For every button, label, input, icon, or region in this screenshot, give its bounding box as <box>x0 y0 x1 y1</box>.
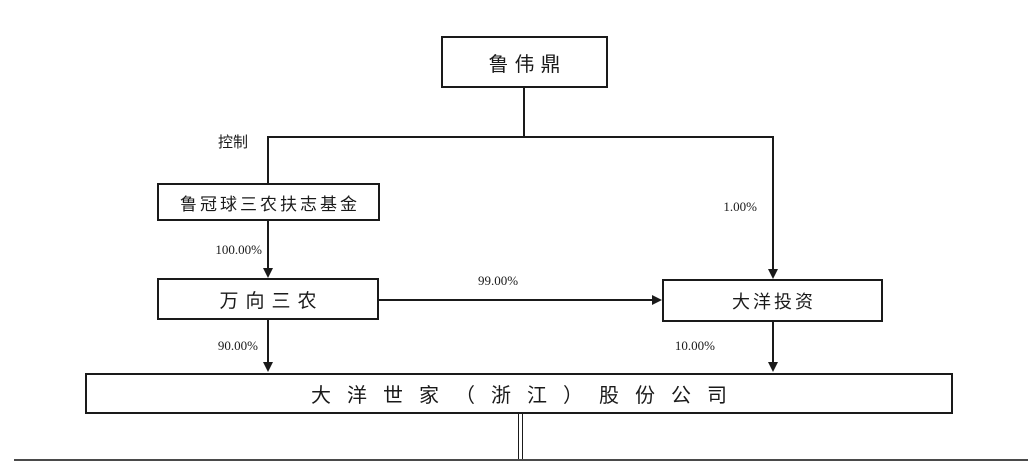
edge-label-99-percent: 99.00% <box>477 273 519 288</box>
connector-right-to-dayang <box>772 136 774 269</box>
node-lu-weiding: 鲁伟鼎 <box>441 36 608 88</box>
connector-company-down-right <box>522 414 523 460</box>
connector-horizontal-main <box>267 136 774 138</box>
connector-fund-to-wanxiang <box>267 221 269 268</box>
arrowhead-right-icon <box>652 295 662 305</box>
arrowhead-down-icon <box>263 362 273 372</box>
connector-company-down-left <box>518 414 519 460</box>
connector-wanxiang-to-company <box>267 320 269 363</box>
node-wanxiang-sannong: 万向三农 <box>157 278 379 320</box>
connector-dayang-to-company <box>772 322 774 363</box>
node-dayang-investment: 大洋投资 <box>662 279 883 322</box>
arrowhead-down-icon <box>768 362 778 372</box>
edge-label-10-percent: 10.00% <box>674 338 715 353</box>
connector-topbox-down <box>523 88 525 138</box>
connector-wanxiang-to-dayang <box>379 299 654 301</box>
edge-label-1-percent: 1.00% <box>723 199 757 214</box>
edge-label-90-percent: 90.00% <box>217 338 258 353</box>
connector-left-to-fund <box>267 136 269 183</box>
node-fund: 鲁冠球三农扶志基金 <box>157 183 380 221</box>
edge-label-control: 控制 <box>218 135 249 151</box>
arrowhead-down-icon <box>768 269 778 279</box>
arrowhead-down-icon <box>263 268 273 278</box>
edge-label-100-percent: 100.00% <box>215 242 262 257</box>
node-company: 大洋世家（浙江）股份公司 <box>85 373 953 414</box>
bottom-horizontal-rule <box>14 459 1028 461</box>
